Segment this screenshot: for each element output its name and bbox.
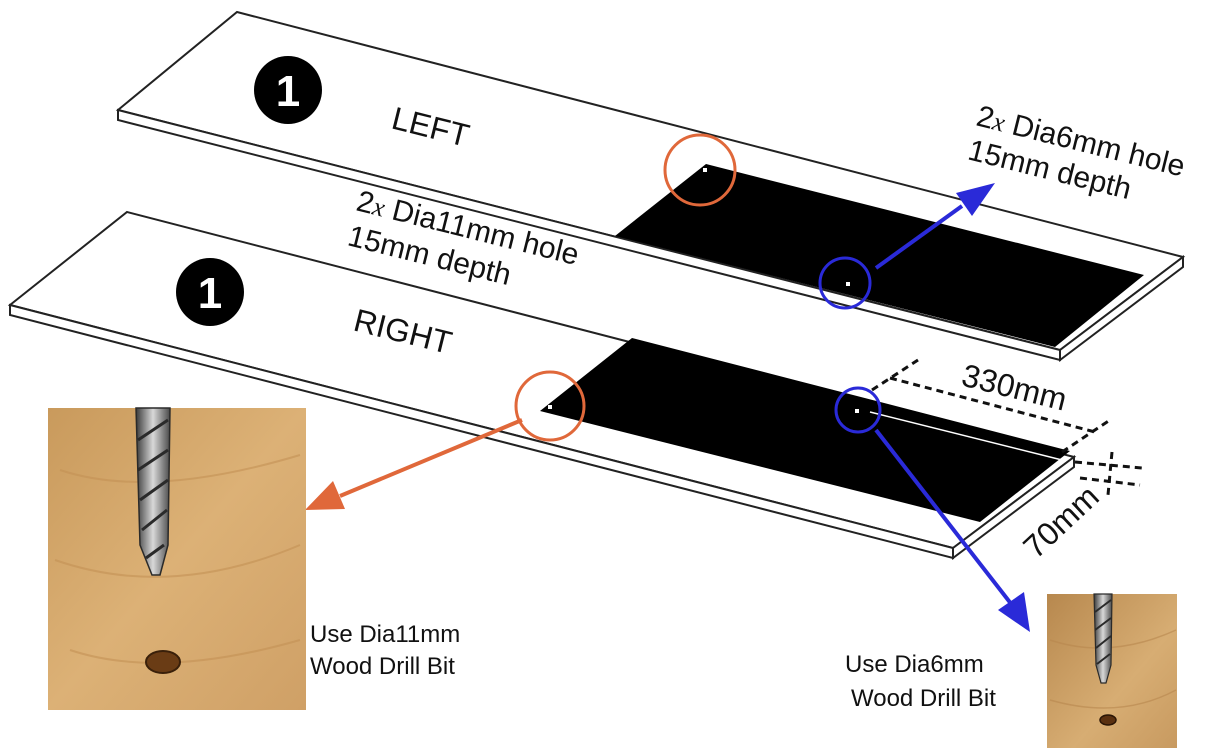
board-left-badge-number: 1 — [276, 67, 300, 116]
board-left-hole-small — [846, 282, 850, 286]
dimension-length-label: 330mm — [958, 357, 1070, 418]
board-right-side-edge — [952, 454, 1075, 561]
board-left-hole-large — [703, 168, 707, 172]
small-drill-bit-line2: Wood Drill Bit — [851, 685, 996, 712]
arrow-to-small-drill-photo — [874, 428, 1030, 632]
small-drill-bit-icon — [1093, 593, 1113, 684]
left-small-hole-marker — [818, 256, 872, 310]
small-drill-bit-line1: Use Dia6mm — [845, 651, 984, 678]
small-drill-bit-photo — [1047, 593, 1177, 748]
board-right-badge: 1 — [176, 258, 244, 326]
small-hole-callout: 2x Dia6mm hole 15mm depth — [965, 100, 1188, 206]
board-right-badge-circle — [176, 258, 244, 326]
left-large-hole-marker — [663, 133, 737, 207]
board-left — [115, 10, 1186, 363]
large-drill-bit-photo — [48, 407, 306, 710]
board-left-badge-circle — [254, 56, 322, 124]
large-drilled-hole-icon — [145, 650, 181, 674]
dim-330-end-leader — [1061, 418, 1111, 454]
board-right-badge-number: 1 — [198, 269, 222, 318]
large-drill-bit-line2: Wood Drill Bit — [310, 653, 455, 680]
dim-330-start-leader — [871, 358, 919, 392]
small-drilled-hole-icon — [1099, 714, 1117, 726]
arrow-to-large-drill-photo — [305, 418, 523, 510]
large-drill-bit-line1: Use Dia11mm — [310, 621, 460, 648]
board-left-badge: 1 — [254, 56, 322, 124]
board-right-black-zone — [540, 338, 1070, 522]
board-right-groove-line — [869, 411, 1067, 462]
dim-70-line — [1106, 451, 1114, 496]
right-large-hole-marker — [514, 370, 586, 442]
board-right-hole-large — [548, 405, 552, 409]
right-small-hole-marker — [834, 386, 882, 434]
dim-70-top-leader — [1074, 460, 1143, 470]
board-left-side-edge — [1059, 254, 1184, 363]
board-right — [7, 210, 1077, 561]
board-left-black-zone — [615, 164, 1144, 347]
arrow-to-small-callout — [874, 183, 995, 270]
board-right-hole-small — [855, 409, 859, 413]
dimension-lines — [871, 358, 1143, 496]
